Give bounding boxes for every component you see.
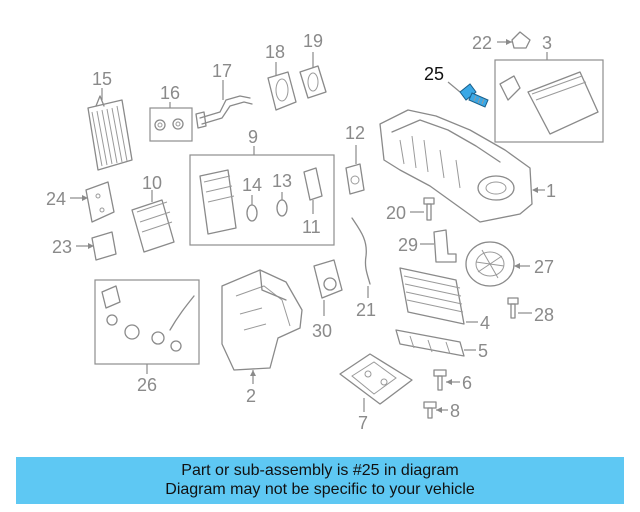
- group-box-16: [149, 107, 193, 142]
- part-30-actuator: [313, 259, 343, 316]
- callout-18: 18: [265, 42, 285, 62]
- callout-25: 25: [424, 64, 444, 84]
- banner-line-1: Part or sub-assembly is #25 in diagram: [181, 462, 459, 479]
- part-9-contents: [199, 167, 323, 235]
- part-18-gasket: [267, 62, 297, 111]
- group-box-3: [494, 59, 604, 143]
- callout-5: 5: [478, 341, 488, 361]
- part-19-gasket: [299, 52, 327, 99]
- callout-19: 19: [303, 31, 323, 51]
- part-15-evaporator: [87, 95, 133, 171]
- callout-3: 3: [542, 33, 552, 53]
- parts-diagram: 1 2 3 4 5 6 7 8 9 10 11 12 13 14 15 16 1…: [46, 31, 604, 433]
- callout-20: 20: [386, 203, 406, 223]
- callout-2: 2: [246, 386, 256, 406]
- callout-6: 6: [462, 373, 472, 393]
- part-6-screw: [433, 369, 460, 391]
- part-22-clip: [511, 31, 531, 49]
- part-21-rod: [351, 217, 371, 298]
- callout-11: 11: [302, 217, 321, 237]
- callout-16: 16: [160, 83, 180, 103]
- callout-13: 13: [272, 171, 292, 191]
- callout-23: 23: [52, 237, 72, 257]
- callout-12: 12: [345, 123, 365, 143]
- callout-26: 26: [137, 375, 157, 395]
- callout-30: 30: [312, 321, 332, 341]
- part-27-blower: [465, 241, 530, 287]
- part-29-stay: [420, 229, 457, 263]
- part-25-bolt: [447, 81, 489, 108]
- part-28-screw: [507, 297, 532, 319]
- part-16-fittings: [154, 118, 184, 131]
- part-10-filter: [131, 190, 175, 253]
- part-4-filter: [399, 267, 478, 325]
- callout-27: 27: [534, 257, 554, 277]
- callout-24: 24: [46, 189, 66, 209]
- banner-line-2: Diagram may not be specific to your vehi…: [165, 481, 475, 498]
- part-20-screw: [410, 197, 435, 221]
- callout-14: 14: [242, 175, 262, 195]
- part-1-case: [379, 109, 545, 223]
- part-12-actuator: [345, 145, 365, 195]
- part-17-pipe: [195, 80, 253, 129]
- part-23-bracket: [76, 231, 117, 261]
- part-24-bracket: [70, 181, 115, 223]
- group-box-26: [94, 279, 200, 365]
- callout-10: 10: [142, 173, 162, 193]
- part-5-duct: [395, 329, 476, 357]
- callout-21: 21: [356, 300, 376, 320]
- callout-22: 22: [472, 33, 492, 53]
- info-banner: Part or sub-assembly is #25 in diagram D…: [16, 457, 624, 504]
- callout-15: 15: [92, 69, 112, 89]
- callout-29: 29: [398, 235, 418, 255]
- part-8-screw: [423, 401, 448, 419]
- callout-8: 8: [450, 401, 460, 421]
- group-box-9: [189, 154, 335, 246]
- callout-1: 1: [546, 181, 556, 201]
- part-2-case: [221, 269, 303, 384]
- callout-9: 9: [248, 127, 258, 147]
- callout-17: 17: [212, 61, 232, 81]
- part-26-contents: [101, 285, 195, 374]
- part-3-cover: [499, 71, 599, 135]
- callout-7: 7: [358, 413, 368, 433]
- part-7-tray: [339, 353, 413, 412]
- callout-4: 4: [480, 313, 490, 333]
- callout-28: 28: [534, 305, 554, 325]
